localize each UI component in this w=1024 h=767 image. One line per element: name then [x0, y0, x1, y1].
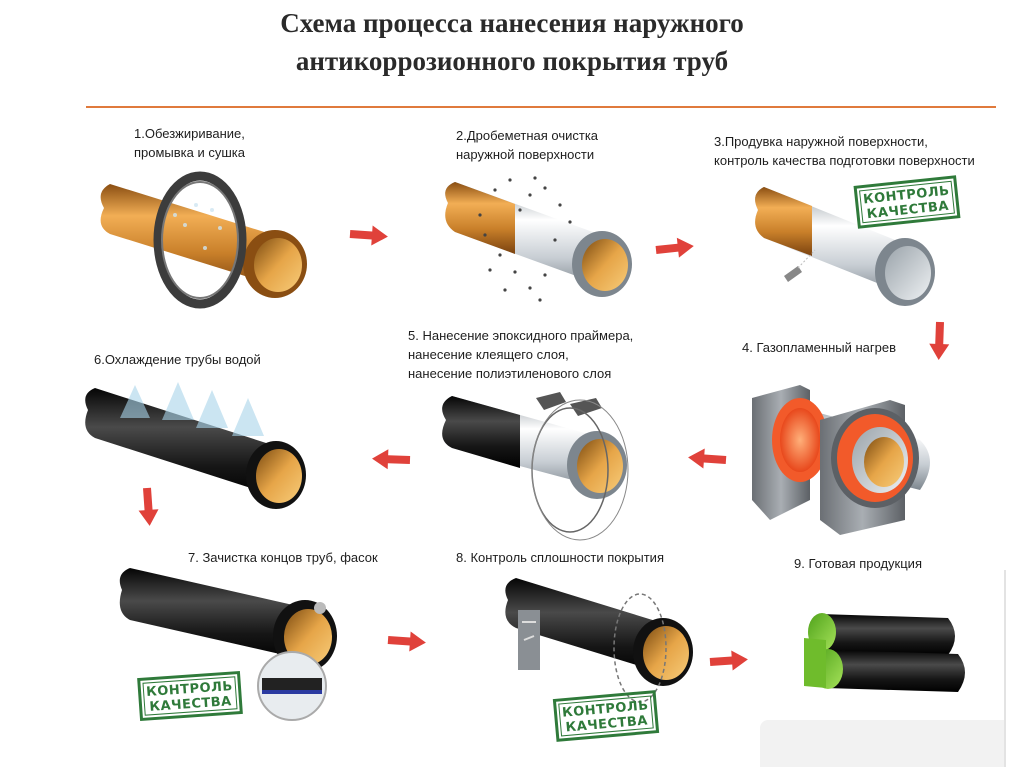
magnifier-inset: [257, 651, 327, 721]
pipe-6-cooling: [85, 382, 306, 509]
step-6-line-1: 6.Охлаждение трубы водой: [94, 352, 261, 367]
step-9-line-1: 9. Готовая продукция: [794, 556, 922, 571]
stamp-line-2: КАЧЕСТВА: [565, 713, 648, 735]
detector-device-icon: [518, 610, 540, 670]
quality-stamp-icon: КОНТРОЛЬ КАЧЕСТВА: [137, 671, 243, 721]
step-9-label: 9. Готовая продукция: [794, 554, 922, 573]
water-spray-icon: [120, 382, 264, 436]
step-7-label: 7. Зачистка концов труб, фасок: [188, 548, 378, 567]
frame-edge: [1004, 570, 1006, 767]
stamp-line-2: КАЧЕСТВА: [149, 694, 232, 715]
pipe-4-heating: [752, 385, 930, 535]
finished-pipes: [804, 613, 965, 692]
title-line-2: антикоррозионного покрытия труб: [295, 46, 729, 76]
step-4-label: 4. Газопламенный нагрев: [742, 338, 896, 357]
step-3-line-2: контроль качества подготовки поверхности: [714, 153, 975, 168]
quality-stamp-icon: КОНТРОЛЬ КАЧЕСТВА: [552, 690, 660, 742]
step-8-line-1: 8. Контроль сплошности покрытия: [456, 550, 664, 565]
step-1-label: 1.Обезжиривание, промывка и сушка: [134, 124, 245, 162]
step-2-label: 2.Дробеметная очистка наружной поверхнос…: [456, 126, 598, 164]
frame-corner-panel: [760, 720, 1004, 767]
step-5-line-3: нанесение полиэтиленового слоя: [408, 366, 612, 381]
step-3-line-1: 3.Продувка наружной поверхности,: [714, 134, 928, 149]
step-5-label: 5. Нанесение эпоксидного праймера, нанес…: [408, 326, 633, 383]
pipe-3-blowing: [755, 187, 935, 306]
step-7-line-1: 7. Зачистка концов труб, фасок: [188, 550, 378, 565]
step-1-line-1: 1.Обезжиривание,: [134, 126, 245, 141]
pipe-1-degreasing: [100, 171, 307, 309]
arrow-down-icon: [137, 487, 160, 527]
arrow-right-icon: [654, 236, 695, 260]
arrow-right-icon: [349, 224, 389, 247]
pipe-2-blasting: [445, 176, 632, 302]
arrow-left-icon: [687, 447, 727, 470]
title-divider: [86, 106, 996, 108]
step-8-label: 8. Контроль сплошности покрытия: [456, 548, 664, 567]
coating-heads-icon: [536, 392, 602, 416]
heating-unit-front: [820, 400, 919, 535]
step-6-label: 6.Охлаждение трубы водой: [94, 350, 261, 369]
arrow-right-icon: [387, 630, 427, 653]
arrow-down-icon: [928, 321, 950, 361]
step-5-line-1: 5. Нанесение эпоксидного праймера,: [408, 328, 634, 343]
diagram-title: Схема процесса нанесения наружного антик…: [0, 4, 1024, 80]
step-2-line-1: 2.Дробеметная очистка: [456, 128, 599, 143]
arrow-right-icon: [709, 649, 749, 672]
heating-unit-back: [752, 385, 828, 520]
pipe-8-continuity-check: [505, 578, 693, 703]
title-line-1: Схема процесса нанесения наружного: [280, 8, 744, 38]
step-2-line-2: наружной поверхности: [456, 147, 595, 162]
stamp-line-1: КОНТРОЛЬ: [146, 679, 234, 700]
step-5-line-2: нанесение клеящего слоя,: [408, 347, 569, 362]
pipe-7-end-cleaning: [119, 568, 337, 721]
washing-ring-icon: [153, 171, 247, 309]
spray-nozzle-icon: [784, 249, 816, 282]
step-4-line-1: 4. Газопламенный нагрев: [742, 340, 897, 355]
arrow-left-icon: [371, 448, 411, 470]
blasting-particles: [478, 176, 572, 302]
pipe-5-coating: [442, 392, 629, 541]
step-1-line-2: промывка и сушка: [134, 145, 246, 160]
quality-stamp-icon: КОНТРОЛЬ КАЧЕСТВА: [853, 175, 961, 229]
step-3-label: 3.Продувка наружной поверхности, контрол…: [714, 132, 975, 170]
